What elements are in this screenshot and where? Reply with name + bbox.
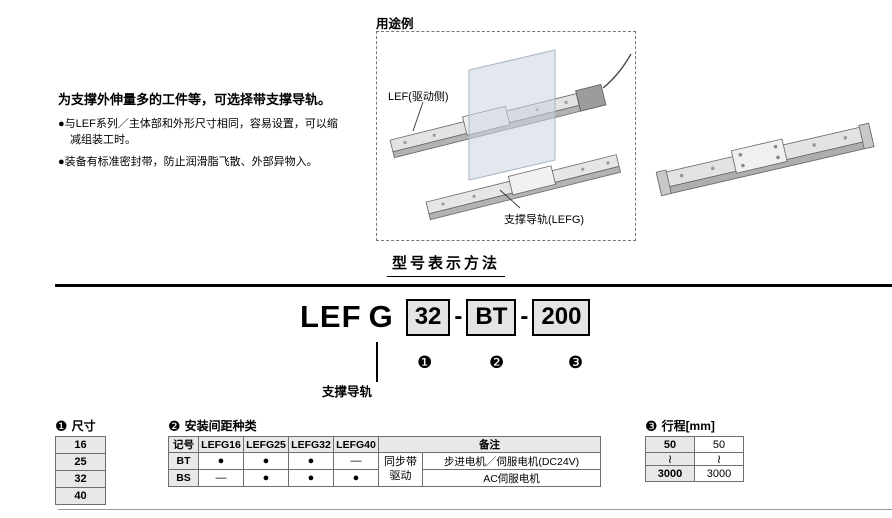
- pitch-header-row: 记号 LEFG16 LEFG25 LEFG32 LEFG40 备注: [168, 436, 601, 453]
- pitch-header-model-25: LEFG25: [243, 436, 289, 453]
- pitch-dot-cell: ●: [198, 452, 244, 470]
- size-table-group: ❶ 尺寸 16 25 32 40: [55, 418, 106, 505]
- intro-heading: 为支撑外伸量多的工件等，可选择带支撑导轨。: [58, 92, 332, 107]
- section-title-row: 型号表示方法: [0, 252, 892, 277]
- lefg-product-illustration: [655, 122, 875, 197]
- stroke-value-cell: ≀: [694, 452, 744, 466]
- pitch-table-title: 安装间距种类: [184, 419, 257, 433]
- stroke-code-cell: 3000: [645, 465, 695, 482]
- series-label: 支撑导轨: [322, 385, 373, 399]
- pitch-dot-cell: ●: [243, 452, 289, 470]
- series-pointer-line: [376, 342, 378, 382]
- size-cell: 25: [55, 453, 106, 471]
- pitch-header-model-32: LEFG32: [288, 436, 334, 453]
- pitch-dot-cell: ●: [243, 469, 289, 487]
- lef-leader-line: [412, 101, 424, 132]
- lefg-guide-rail: [425, 154, 622, 221]
- pitch-motor-bs: AC伺服电机: [422, 469, 601, 487]
- pitch-header-model-16: LEFG16: [198, 436, 244, 453]
- lef-motor: [575, 83, 607, 112]
- pitch-dot-cell: ●: [333, 469, 379, 487]
- lefg-leader-line: [499, 189, 521, 209]
- model-dash-2: -: [520, 303, 529, 331]
- size-row: 32: [55, 470, 106, 488]
- marker-1: ❶: [417, 353, 433, 372]
- application-example-title: 用途例: [376, 17, 414, 31]
- model-number-line: LEF G 32 - BT - 200: [300, 299, 591, 336]
- size-cell: 40: [55, 487, 106, 505]
- pitch-code-bt: BT: [168, 452, 199, 470]
- pitch-header-code: 记号: [168, 436, 199, 453]
- lefg-rail-body: [655, 122, 875, 197]
- stroke-table-caption: ❸ 行程[mm]: [645, 417, 744, 434]
- stroke-row: 50 50: [645, 436, 744, 453]
- stroke-row: 3000 3000: [645, 465, 744, 482]
- marker-1-caption: ❶: [55, 417, 68, 434]
- pitch-dot-cell: —: [198, 469, 244, 487]
- pitch-table-caption: ❷ 安装间距种类: [168, 417, 601, 434]
- bottom-rule: [58, 509, 892, 510]
- pitch-dot-cell: ●: [288, 452, 334, 470]
- stroke-code-cell: ≀: [645, 452, 695, 466]
- lefg-slider-block: [730, 138, 788, 174]
- pitch-dot-cell: ●: [288, 469, 334, 487]
- stroke-value-cell: 50: [694, 436, 744, 453]
- size-table-title: 尺寸: [71, 419, 96, 433]
- application-illustration: [389, 49, 632, 221]
- size-cell: 32: [55, 470, 106, 488]
- lefg-slider: [507, 165, 557, 196]
- marker-3-caption: ❸: [645, 417, 658, 434]
- stroke-table-group: ❸ 行程[mm] 50 50 ≀ ≀ 3000 3000: [645, 418, 744, 482]
- stroke-range-row: ≀ ≀: [645, 452, 744, 466]
- model-pitch-box: BT: [466, 299, 517, 336]
- section-rule: [55, 284, 892, 287]
- size-table-caption: ❶ 尺寸: [55, 417, 106, 434]
- lef-drive-side-label: LEF(驱动侧): [388, 91, 449, 103]
- pitch-motor-bt: 步进电机／伺服电机(DC24V): [422, 452, 601, 470]
- intro-block: 为支撑外伸量多的工件等，可选择带支撑导轨。 ●与LEF系列／主体部和外形尺寸相同…: [58, 90, 342, 170]
- intro-bullet-2: ●装备有标准密封带，防止润滑脂飞散、外部异物入。: [58, 155, 318, 168]
- pitch-table-group: ❷ 安装间距种类 记号 LEFG16 LEFG25 LEFG32 LEFG40 …: [168, 418, 601, 487]
- stroke-value-cell: 3000: [694, 465, 744, 482]
- pitch-table: 记号 LEFG16 LEFG25 LEFG32 LEFG40 备注 BT ● ●…: [168, 436, 601, 487]
- pitch-row-bs: BS — ● ● ● AC伺服电机: [168, 469, 601, 487]
- pitch-dot-cell: —: [333, 452, 379, 470]
- pitch-code-bs: BS: [168, 469, 199, 487]
- model-stroke-box: 200: [532, 299, 591, 336]
- marker-2: ❷: [489, 353, 505, 372]
- model-size-box: 32: [405, 299, 451, 336]
- stroke-code-cell: 50: [645, 436, 695, 453]
- pitch-row-bt: BT ● ● ● — 同步带驱动 步进电机／伺服电机(DC24V): [168, 452, 601, 487]
- pitch-header-remark: 备注: [378, 436, 601, 453]
- application-example-box: LEF(驱动侧) 支撑导轨(LEFG): [376, 31, 636, 241]
- size-cell: 16: [55, 436, 106, 454]
- section-title: 型号表示方法: [386, 252, 505, 277]
- workpiece-plate: [468, 49, 556, 181]
- model-dash-1: -: [454, 303, 463, 331]
- marker-3: ❸: [568, 353, 584, 372]
- marker-2-caption: ❷: [168, 417, 181, 434]
- stroke-table: 50 50 ≀ ≀ 3000 3000: [645, 436, 744, 482]
- lefg-guide-rail-label: 支撑导轨(LEFG): [504, 214, 585, 226]
- model-series-letter: G: [368, 299, 393, 335]
- size-table: 16 25 32 40: [55, 436, 106, 505]
- motor-cable: [602, 53, 632, 89]
- pitch-header-model-40: LEFG40: [333, 436, 379, 453]
- size-row: 40: [55, 487, 106, 505]
- size-row: 25: [55, 453, 106, 471]
- stroke-table-title: 行程[mm]: [661, 419, 715, 433]
- size-row: 16: [55, 436, 106, 454]
- intro-bullet-1: ●与LEF系列／主体部和外形尺寸相同，容易设置，可以缩减组装工时。: [58, 117, 338, 147]
- pitch-drive-type: 同步带驱动: [378, 452, 423, 487]
- model-prefix: LEF: [300, 299, 362, 335]
